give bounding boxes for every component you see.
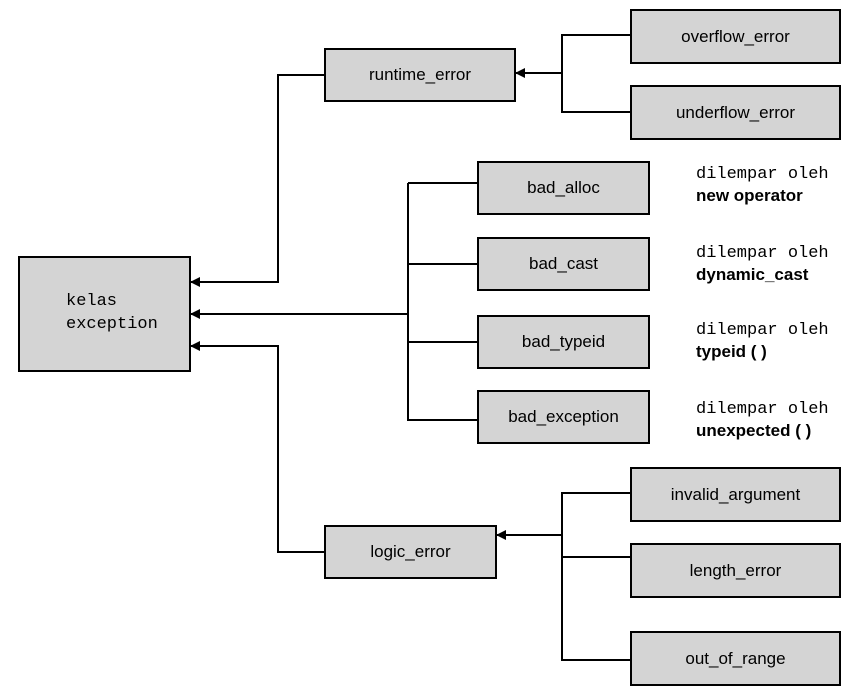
note-bad-exception: dilempar oleh unexpected ( ) bbox=[696, 399, 846, 442]
edge-logic-to-root bbox=[190, 341, 324, 553]
node-bad-cast: bad_cast bbox=[477, 237, 650, 291]
node-kelas-exception: kelas exception bbox=[18, 256, 191, 372]
note-operator: dynamic_cast bbox=[696, 265, 809, 285]
note-bad-cast: dilempar oleh dynamic_cast bbox=[696, 243, 846, 286]
note-prefix: dilempar oleh bbox=[696, 244, 829, 263]
note-prefix: dilempar oleh bbox=[696, 400, 829, 419]
edge-runtime-to-root bbox=[190, 74, 324, 287]
node-out-of-range: out_of_range bbox=[630, 631, 841, 686]
note-bad-typeid: dilempar oleh typeid ( ) bbox=[696, 320, 846, 363]
node-logic-error: logic_error bbox=[324, 525, 497, 579]
node-bad-exception: bad_exception bbox=[477, 390, 650, 444]
node-underflow-error: underflow_error bbox=[630, 85, 841, 140]
note-operator: new operator bbox=[696, 186, 803, 206]
note-operator: typeid ( ) bbox=[696, 342, 767, 362]
note-prefix: dilempar oleh bbox=[696, 165, 829, 184]
edge-runtime-children bbox=[561, 34, 632, 113]
note-prefix: dilempar oleh bbox=[696, 321, 829, 340]
edge-bus-to-root bbox=[407, 183, 477, 421]
node-runtime-error: runtime_error bbox=[324, 48, 516, 102]
node-invalid-argument: invalid_argument bbox=[630, 467, 841, 522]
node-overflow-error: overflow_error bbox=[630, 9, 841, 64]
edge-logic-children bbox=[561, 492, 632, 661]
node-bad-alloc: bad_alloc bbox=[477, 161, 650, 215]
note-operator: unexpected ( ) bbox=[696, 421, 812, 441]
node-length-error: length_error bbox=[630, 543, 841, 598]
node-bad-typeid: bad_typeid bbox=[477, 315, 650, 369]
note-bad-alloc: dilempar oleh new operator bbox=[696, 164, 846, 207]
